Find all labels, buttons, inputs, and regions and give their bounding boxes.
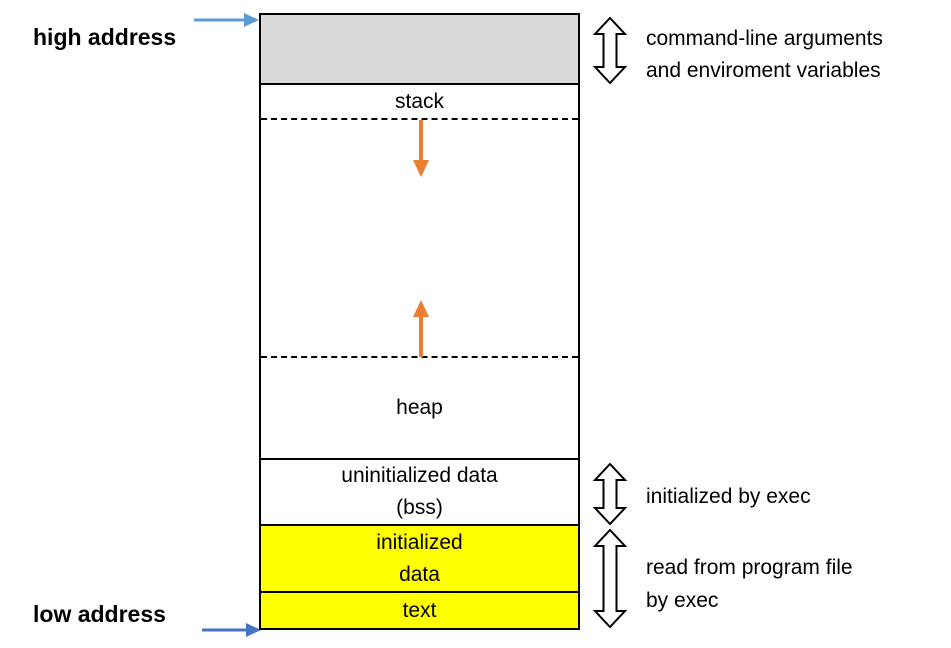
section-stack: stack <box>261 85 578 120</box>
program-annotation-line2: by exec <box>646 589 719 612</box>
program-annotation-line1: read from program file <box>646 556 853 579</box>
section-text: text <box>261 593 578 628</box>
up-arrow-icon <box>413 300 429 357</box>
heap-label: heap <box>396 396 443 419</box>
section-initialized-data: initialized data <box>261 526 578 593</box>
bss-label-line1: uninitialized data <box>341 464 498 487</box>
high-address-label: high address <box>33 24 177 50</box>
program-file-annotation: read from program file by exec <box>646 551 853 617</box>
args-annotation: command-line arguments and enviroment va… <box>646 23 883 87</box>
section-uninitialized-data: uninitialized data (bss) <box>261 460 578 526</box>
args-annotation-line2: and enviroment variables <box>646 59 881 82</box>
initialized-data-label-line1: initialized <box>376 530 463 554</box>
bss-annotation-line1: initialized by exec <box>646 485 811 508</box>
down-arrow-icon <box>413 120 429 177</box>
args-annotation-line1: command-line arguments <box>646 27 883 50</box>
section-command-line-args <box>261 15 578 85</box>
right-arrow-icon <box>202 623 261 637</box>
double-vertical-arrow-icon <box>592 529 628 628</box>
section-heap: heap <box>261 358 578 460</box>
initialized-data-label-line2: data <box>399 562 440 586</box>
stack-label: stack <box>394 89 444 113</box>
bss-label-line2: (bss) <box>396 496 443 519</box>
right-arrow-icon <box>194 13 259 27</box>
double-vertical-arrow-icon <box>592 17 628 84</box>
bss-annotation: initialized by exec <box>646 486 811 508</box>
double-vertical-arrow-icon <box>592 463 628 525</box>
low-address-label: low address <box>33 601 166 627</box>
text-segment-label: text <box>402 598 437 622</box>
